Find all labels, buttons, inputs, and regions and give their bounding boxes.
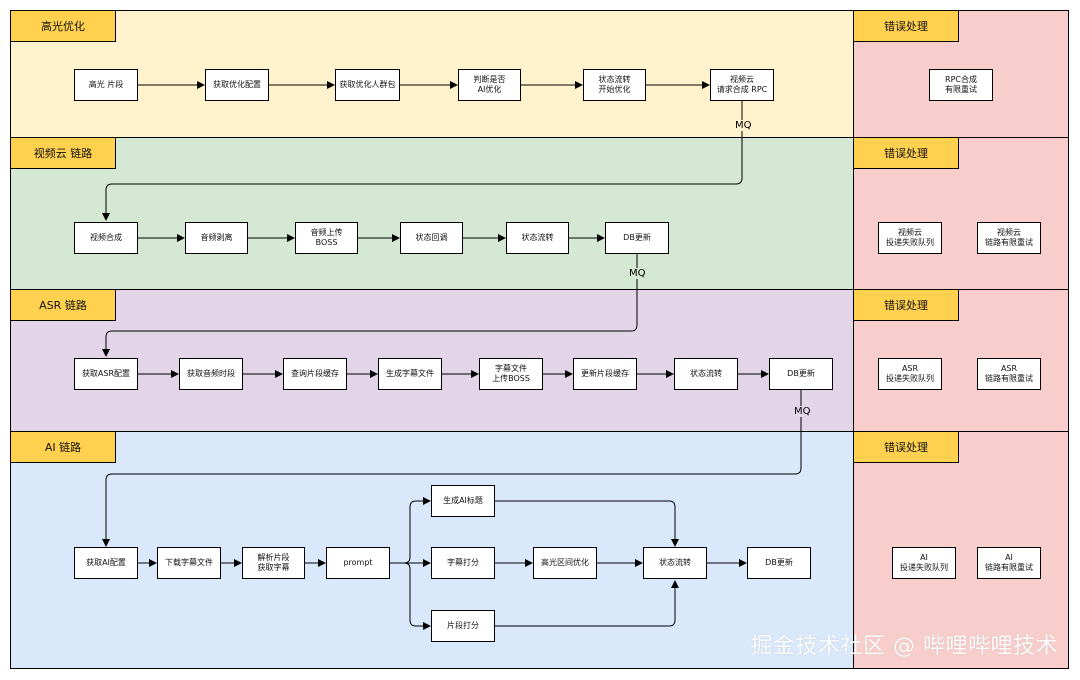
node-status-start-optimize[interactable]: 状态流转 开始优化 (583, 69, 646, 101)
lane-title-video: 视频云 链路 (10, 137, 116, 169)
node-subtitle-upload-boss[interactable]: 字幕文件 上传BOSS (479, 358, 543, 390)
node-video-fail-queue[interactable]: 视频云 投递失败队列 (878, 222, 942, 254)
node-video-link-retry[interactable]: 视频云 链路有限重试 (977, 222, 1041, 254)
node-highlight-clip[interactable]: 高光 片段 (74, 69, 138, 101)
node-check-ai-optimize[interactable]: 判断是否 AI优化 (458, 69, 521, 101)
node-ai-fail-queue[interactable]: AI 投递失败队列 (892, 547, 956, 579)
node-ai-db-update[interactable]: DB更新 (747, 547, 811, 579)
node-generate-subtitle-file[interactable]: 生成字幕文件 (378, 358, 442, 390)
node-request-compose-rpc[interactable]: 视频云 请求合成 RPC (710, 69, 774, 101)
node-video-compose[interactable]: 视频合成 (74, 222, 138, 254)
node-generate-ai-title[interactable]: 生成AI标题 (431, 485, 495, 517)
node-get-optimize-config[interactable]: 获取优化配置 (205, 69, 269, 101)
node-asr-link-retry[interactable]: ASR 链路有限重试 (977, 358, 1041, 390)
node-get-audience-pack[interactable]: 获取优化人群包 (335, 69, 400, 101)
node-get-ai-config[interactable]: 获取AI配置 (74, 547, 138, 579)
error-title-asr: 错误处理 (853, 289, 959, 321)
node-video-db-update[interactable]: DB更新 (605, 222, 669, 254)
lane-title-asr: ASR 链路 (10, 289, 116, 321)
lane-title-highlight: 高光优化 (10, 10, 116, 42)
node-audio-strip[interactable]: 音频剥离 (185, 222, 248, 254)
node-clip-score[interactable]: 片段打分 (431, 610, 495, 642)
node-rpc-limited-retry[interactable]: RPC合成 有限重试 (929, 69, 993, 101)
node-status-callback[interactable]: 状态回调 (400, 222, 463, 254)
node-get-audio-segments[interactable]: 获取音频时段 (179, 358, 243, 390)
node-asr-fail-queue[interactable]: ASR 投递失败队列 (878, 358, 942, 390)
mq-label-video: MQ (627, 268, 648, 279)
node-parse-clip-subtitle[interactable]: 解析片段 获取字幕 (242, 547, 305, 579)
node-asr-status-flow[interactable]: 状态流转 (674, 358, 738, 390)
node-ai-link-retry[interactable]: AI 链路有限重试 (977, 547, 1041, 579)
node-video-status-flow[interactable]: 状态流转 (506, 222, 569, 254)
lane-video (10, 137, 854, 290)
error-title-ai: 错误处理 (853, 431, 959, 463)
error-title-highlight: 错误处理 (853, 10, 959, 42)
node-asr-db-update[interactable]: DB更新 (769, 358, 833, 390)
mq-label-highlight: MQ (733, 120, 754, 131)
node-get-asr-config[interactable]: 获取ASR配置 (74, 358, 138, 390)
node-highlight-range-optimize[interactable]: 高光区间优化 (533, 547, 597, 579)
node-query-clip-cache[interactable]: 查询片段缓存 (283, 358, 347, 390)
node-subtitle-score[interactable]: 字幕打分 (431, 547, 495, 579)
lane-title-ai: AI 链路 (10, 431, 116, 463)
node-download-subtitle[interactable]: 下载字幕文件 (157, 547, 221, 579)
mq-label-asr: MQ (792, 406, 813, 417)
error-title-video: 错误处理 (853, 137, 959, 169)
node-update-clip-cache[interactable]: 更新片段缓存 (573, 358, 637, 390)
node-prompt[interactable]: prompt (326, 547, 390, 579)
node-ai-status-flow[interactable]: 状态流转 (643, 547, 707, 579)
node-audio-upload-boss[interactable]: 音频上传 BOSS (295, 222, 358, 254)
watermark: 掘金技术社区 @ 哔哩哔哩技术 (750, 634, 1058, 659)
